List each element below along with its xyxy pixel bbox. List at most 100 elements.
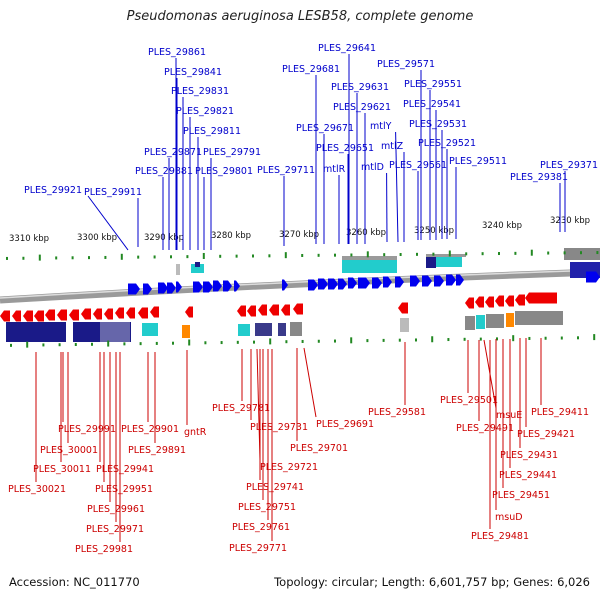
bottom-gene-label: PLES_29701 bbox=[290, 443, 348, 454]
reverse-gene-arrow bbox=[495, 295, 504, 307]
reverse-gene-arrow bbox=[485, 296, 494, 308]
top-gene-label: PLES_29681 bbox=[282, 64, 340, 75]
forward-gene-arrow bbox=[372, 277, 382, 289]
reverse-gene-arrow bbox=[269, 304, 279, 316]
top-gene-label: PLES_29531 bbox=[409, 119, 467, 130]
top-gene-label: PLES_29711 bbox=[257, 165, 315, 176]
forward-gene-arrow bbox=[143, 283, 152, 295]
top-gene-label: mtlZ bbox=[381, 141, 404, 152]
bottom-gene-label: PLES_29891 bbox=[128, 445, 186, 456]
reverse-feature-track bbox=[6, 311, 563, 342]
bottom-gene-label: PLES_29771 bbox=[229, 543, 287, 554]
top-gene-label: PLES_29541 bbox=[403, 99, 461, 110]
top-gene-label: PLES_29811 bbox=[183, 126, 241, 137]
forward-gene-arrow bbox=[422, 275, 432, 287]
top-gene-label: PLES_29911 bbox=[84, 187, 142, 198]
bottom-gene-label: PLES_29981 bbox=[75, 544, 133, 555]
forward-gene-arrow bbox=[158, 282, 168, 294]
top-gene-label: PLES_29801 bbox=[195, 166, 253, 177]
reverse-gene-arrow bbox=[525, 292, 557, 304]
reverse-gene-arrow bbox=[138, 307, 148, 319]
bottom-gene-label: PLES_30011 bbox=[33, 464, 91, 475]
top-gene-label: PLES_29521 bbox=[418, 138, 476, 149]
tick-track-top bbox=[6, 249, 599, 261]
top-gene-label: PLES_29841 bbox=[164, 67, 222, 78]
top-gene-label: PLES_29631 bbox=[331, 82, 389, 93]
bottom-gene-label: PLES_30001 bbox=[40, 445, 98, 456]
forward-gene-arrow bbox=[446, 274, 456, 286]
scale-label: 3310 kbp bbox=[9, 234, 49, 244]
forward-gene-arrow bbox=[282, 279, 288, 291]
bottom-gene-label: PLES_29941 bbox=[96, 464, 154, 475]
top-gene-label: PLES_29871 bbox=[144, 147, 202, 158]
forward-gene-arrow bbox=[358, 277, 370, 289]
top-gene-label: PLES_29551 bbox=[404, 79, 462, 90]
scale-label: 3250 kbp bbox=[414, 226, 454, 236]
top-gene-label: PLES_29791 bbox=[203, 147, 261, 158]
topology-text: Topology: circular; Length: 6,601,757 bp… bbox=[274, 575, 590, 589]
top-gene-label: PLES_29621 bbox=[333, 102, 391, 113]
scale-label: 3280 kbp bbox=[211, 231, 251, 241]
bottom-gene-label: PLES_29431 bbox=[500, 450, 558, 461]
bottom-gene-label: PLES_29971 bbox=[86, 524, 144, 535]
top-gene-label: PLES_29671 bbox=[296, 123, 354, 134]
bottom-gene-label: PLES_29451 bbox=[492, 490, 550, 501]
scale-label: 3290 kbp bbox=[144, 233, 184, 243]
reverse-gene-arrow bbox=[398, 302, 408, 314]
forward-gene-arrow bbox=[128, 283, 140, 295]
forward-gene-arrow bbox=[176, 281, 182, 293]
top-gene-label: PLES_29571 bbox=[377, 59, 435, 70]
top-gene-label: PLES_29511 bbox=[449, 156, 507, 167]
forward-gene-arrow bbox=[193, 281, 203, 293]
forward-feature-track bbox=[176, 248, 600, 278]
top-leader-line bbox=[395, 131, 399, 243]
forward-gene-arrow bbox=[213, 280, 222, 292]
bottom-gene-label: PLES_29991 bbox=[58, 424, 116, 435]
forward-gene-arrow bbox=[410, 275, 420, 287]
top-gene-label: mtlR bbox=[323, 164, 346, 175]
reverse-gene-arrow bbox=[185, 306, 193, 318]
bottom-gene-label: PLES_29951 bbox=[95, 484, 153, 495]
reverse-gene-arrow bbox=[69, 309, 79, 321]
top-gene-label: PLES_29861 bbox=[148, 47, 206, 58]
forward-gene-arrow bbox=[223, 280, 232, 292]
reverse-gene-arrow bbox=[465, 297, 474, 309]
forward-gene-arrow bbox=[203, 281, 213, 293]
bottom-gene-label: PLES_29761 bbox=[232, 522, 290, 533]
bottom-gene-label: PLES_29411 bbox=[531, 407, 589, 418]
bottom-gene-label: msuE bbox=[496, 410, 522, 421]
bottom-gene-label: gntR bbox=[184, 427, 207, 438]
bottom-gene-label: PLES_29751 bbox=[238, 502, 296, 513]
top-gene-label: PLES_29881 bbox=[135, 166, 193, 177]
scale-label: 3230 kbp bbox=[550, 216, 590, 226]
reverse-gene-arrow bbox=[12, 310, 21, 322]
reverse-gene-arrow bbox=[258, 304, 267, 316]
forward-gene-arrow bbox=[434, 275, 444, 287]
bottom-gene-label: PLES_29901 bbox=[121, 424, 179, 435]
reverse-gene-arrow bbox=[81, 308, 91, 320]
forward-gene-arrow bbox=[308, 279, 318, 291]
reverse-gene-arrow bbox=[23, 310, 33, 322]
forward-gene-arrow bbox=[318, 278, 328, 290]
reverse-genes bbox=[0, 292, 557, 322]
bottom-gene-label: PLES_29691 bbox=[316, 419, 374, 430]
reverse-gene-arrow bbox=[126, 307, 135, 319]
reverse-gene-arrow bbox=[0, 310, 10, 322]
reverse-gene-arrow bbox=[515, 294, 525, 306]
bottom-gene-label: PLES_29741 bbox=[246, 482, 304, 493]
top-gene-labels: PLES_29861PLES_29841PLES_29831PLES_29821… bbox=[24, 43, 598, 251]
reverse-gene-arrow bbox=[475, 296, 484, 308]
top-leader-line bbox=[87, 195, 129, 251]
reverse-gene-arrow bbox=[34, 310, 44, 322]
reverse-gene-arrow bbox=[237, 305, 246, 317]
reverse-gene-arrow bbox=[57, 309, 67, 321]
forward-genes bbox=[128, 271, 600, 295]
reverse-gene-arrow bbox=[93, 308, 102, 320]
genome-backbone bbox=[0, 268, 600, 304]
top-gene-label: PLES_29381 bbox=[510, 172, 568, 183]
reverse-gene-arrow bbox=[293, 303, 303, 315]
